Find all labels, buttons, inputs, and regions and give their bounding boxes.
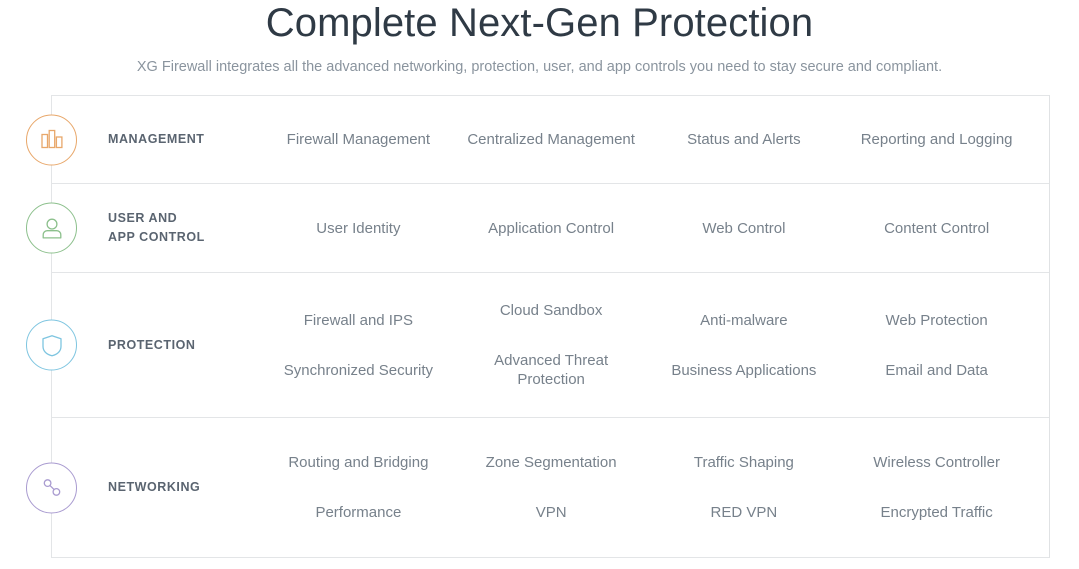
cell-group: Web Protection Email and Data bbox=[840, 311, 1033, 380]
cell-group: Anti-malware Business Applications bbox=[648, 311, 841, 380]
feature-cell[interactable]: Zone Segmentation bbox=[485, 454, 617, 471]
row-cells: Routing and Bridging Performance Zone Se… bbox=[262, 453, 1049, 522]
row-label-protection: PROTECTION bbox=[52, 336, 262, 355]
feature-cell[interactable]: Web Protection bbox=[885, 311, 988, 329]
row-label-management: MANAGEMENT bbox=[52, 130, 262, 149]
row-cells: User Identity Application Control Web Co… bbox=[262, 219, 1049, 238]
feature-cell[interactable]: Centralized Management bbox=[467, 131, 635, 148]
shield-icon bbox=[26, 319, 77, 371]
row-label-line: APP CONTROL bbox=[108, 230, 205, 244]
feature-cell[interactable]: Status and Alerts bbox=[687, 131, 801, 148]
network-nodes-icon bbox=[26, 462, 77, 513]
row-label-line: USER AND bbox=[108, 211, 178, 225]
cell-group: Cloud Sandbox Advanced Threat Protection bbox=[455, 301, 648, 389]
cell-group: Reporting and Logging bbox=[840, 130, 1033, 149]
feature-cell[interactable]: Reporting and Logging bbox=[860, 131, 1013, 148]
feature-cell[interactable]: Encrypted Traffic bbox=[880, 504, 993, 521]
cell-group: Content Control bbox=[840, 219, 1033, 238]
row-label-line: MANAGEMENT bbox=[108, 132, 205, 146]
feature-cell[interactable]: Email and Data bbox=[885, 361, 988, 379]
matrix-row: USER AND APP CONTROL User Identity Appli… bbox=[26, 184, 1049, 273]
feature-cell[interactable]: RED VPN bbox=[710, 504, 778, 521]
feature-cell[interactable]: Cloud Sandbox bbox=[499, 302, 603, 319]
feature-matrix: MANAGEMENT Firewall Management Centraliz… bbox=[26, 95, 1050, 558]
bar-chart-icon bbox=[26, 114, 77, 165]
cell-group: Application Control bbox=[455, 219, 648, 238]
matrix-row: NETWORKING Routing and Bridging Performa… bbox=[26, 418, 1049, 557]
page-title: Complete Next-Gen Protection bbox=[265, 1, 814, 45]
page-subtitle: XG Firewall integrates all the advanced … bbox=[136, 59, 943, 75]
row-label-user-and-app-control: USER AND APP CONTROL bbox=[52, 209, 262, 247]
user-icon bbox=[26, 202, 77, 254]
cell-group: Firewall and IPS Synchronized Security bbox=[262, 311, 455, 380]
feature-cell[interactable]: Firewall and IPS bbox=[303, 311, 413, 329]
row-cells: Firewall and IPS Synchronized Security C… bbox=[262, 301, 1049, 389]
feature-cell[interactable]: Web Control bbox=[702, 219, 786, 237]
feature-cell[interactable]: Application Control bbox=[488, 219, 615, 237]
feature-cell[interactable]: Advanced Threat Protection bbox=[494, 352, 609, 388]
cell-group: Routing and Bridging Performance bbox=[262, 453, 455, 522]
feature-cell[interactable]: User Identity bbox=[316, 219, 401, 237]
row-cells: Firewall Management Centralized Manageme… bbox=[262, 130, 1049, 149]
feature-cell[interactable]: Synchronized Security bbox=[283, 361, 433, 379]
row-label-networking: NETWORKING bbox=[52, 478, 262, 497]
cell-group: User Identity bbox=[262, 219, 455, 238]
row-label-line: PROTECTION bbox=[108, 337, 196, 352]
cell-group: Web Control bbox=[648, 219, 841, 238]
matrix-row: PROTECTION Firewall and IPS Synchronized… bbox=[26, 273, 1049, 418]
feature-cell[interactable]: Routing and Bridging bbox=[288, 454, 429, 471]
cell-group: Traffic Shaping RED VPN bbox=[648, 453, 841, 522]
cell-group: Zone Segmentation VPN bbox=[455, 453, 648, 522]
cell-group: Firewall Management bbox=[262, 130, 455, 149]
matrix-row: MANAGEMENT Firewall Management Centraliz… bbox=[26, 96, 1049, 184]
feature-cell[interactable]: Traffic Shaping bbox=[693, 454, 794, 471]
feature-cell[interactable]: VPN bbox=[535, 504, 567, 521]
feature-cell[interactable]: Performance bbox=[315, 504, 402, 521]
feature-cell[interactable]: Business Applications bbox=[671, 361, 817, 379]
feature-cell[interactable]: Wireless Controller bbox=[873, 454, 1000, 471]
row-label-line: NETWORKING bbox=[108, 480, 201, 494]
cell-group: Wireless Controller Encrypted Traffic bbox=[840, 453, 1033, 522]
cell-group: Status and Alerts bbox=[648, 130, 841, 149]
feature-cell[interactable]: Anti-malware bbox=[700, 311, 788, 329]
feature-cell[interactable]: Content Control bbox=[884, 219, 990, 237]
feature-cell[interactable]: Firewall Management bbox=[286, 131, 431, 148]
cell-group: Centralized Management bbox=[455, 130, 648, 149]
